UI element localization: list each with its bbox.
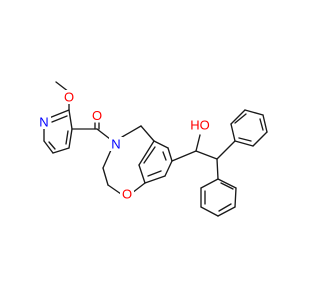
- bond-c4-c3: [68, 128, 73, 149]
- bond-ch2-top-c5a: [140, 125, 155, 142]
- bond-c3-c2: [68, 109, 73, 130]
- bond-pha-3-4: [244, 109, 264, 116]
- bond-c2-n1-inner: [51, 115, 68, 123]
- pyridine-n-bg: [37, 115, 51, 129]
- bond-phb-1-2: [217, 178, 237, 189]
- carbonyl-oxygen-label: O: [92, 108, 102, 123]
- bond-c4-c3-inner: [65, 130, 69, 145]
- bond-pha-4-5: [262, 114, 268, 133]
- bond-ch2-ringo: [107, 184, 122, 195]
- hydroxyl-bg: [188, 118, 212, 132]
- bond-ch-phenyl-a: [216, 140, 236, 160]
- bond-phb-3-4: [217, 206, 236, 217]
- bond-c8-c9: [144, 175, 166, 184]
- bonds: [43, 81, 268, 217]
- bond-carbonyl-n: [96, 128, 111, 140]
- ring-oxygen-label: O: [122, 187, 132, 202]
- bond-c6-c5: [43, 140, 54, 154]
- bond-phb-1-2-inner: [220, 182, 234, 190]
- bond-c6-c7-inner: [162, 151, 167, 161]
- bond-carbinol-ch: [195, 150, 218, 160]
- ring-o-bg: [120, 187, 134, 201]
- bond-c9-c9a: [138, 164, 146, 184]
- hydroxyl-label: HO: [190, 118, 210, 133]
- bond-phb-6-1: [200, 178, 219, 189]
- bond-ch-phenyl-b: [216, 158, 219, 180]
- bond-n-ch2-top: [121, 125, 142, 138]
- amide-n-bg: [109, 137, 123, 151]
- methoxy-o-bg: [62, 90, 76, 104]
- bond-pha-4-5-inner: [259, 118, 264, 131]
- bond-c5a-c6: [153, 140, 169, 149]
- bond-pha-2-3: [230, 109, 246, 125]
- bond-phb-3-4-inner: [218, 203, 232, 212]
- molecule-diagram: O N O N O HO: [37, 81, 268, 217]
- bond-phb-2-3: [234, 187, 237, 208]
- bond-c9a-c5a-inner: [143, 146, 156, 164]
- bond-c2-n1: [48, 109, 70, 119]
- bond-pha-2-3-inner: [234, 113, 247, 124]
- bond-carbinol-oh: [195, 134, 201, 152]
- bond-ringo-c9a: [131, 182, 146, 194]
- bond-c6-c7: [167, 147, 173, 162]
- bond-c6-c5-inner: [48, 141, 56, 150]
- bond-pha-5-6: [252, 131, 268, 147]
- amide-nitrogen-label: N: [111, 137, 120, 152]
- bond-pha-1-2: [230, 123, 236, 142]
- bond-pha-6-1: [234, 140, 254, 147]
- bond-c8-c9-inner: [147, 170, 162, 177]
- pyridine-nitrogen-label: N: [39, 115, 48, 130]
- bond-c5-c4: [52, 147, 70, 154]
- bond-phb-4-5: [200, 206, 219, 217]
- carbonyl-o-bg: [90, 108, 104, 122]
- methoxy-oxygen-label: O: [64, 90, 74, 105]
- bond-c7-c8: [164, 160, 173, 177]
- bond-ch2-ch2: [102, 167, 109, 186]
- bond-c7-carbinol: [171, 150, 197, 162]
- bond-pha-6-1-inner: [238, 137, 252, 142]
- bond-c9a-c5a: [138, 140, 155, 166]
- atom-labels: O N O N O HO: [37, 90, 212, 202]
- bond-n-ch2-left: [102, 149, 112, 169]
